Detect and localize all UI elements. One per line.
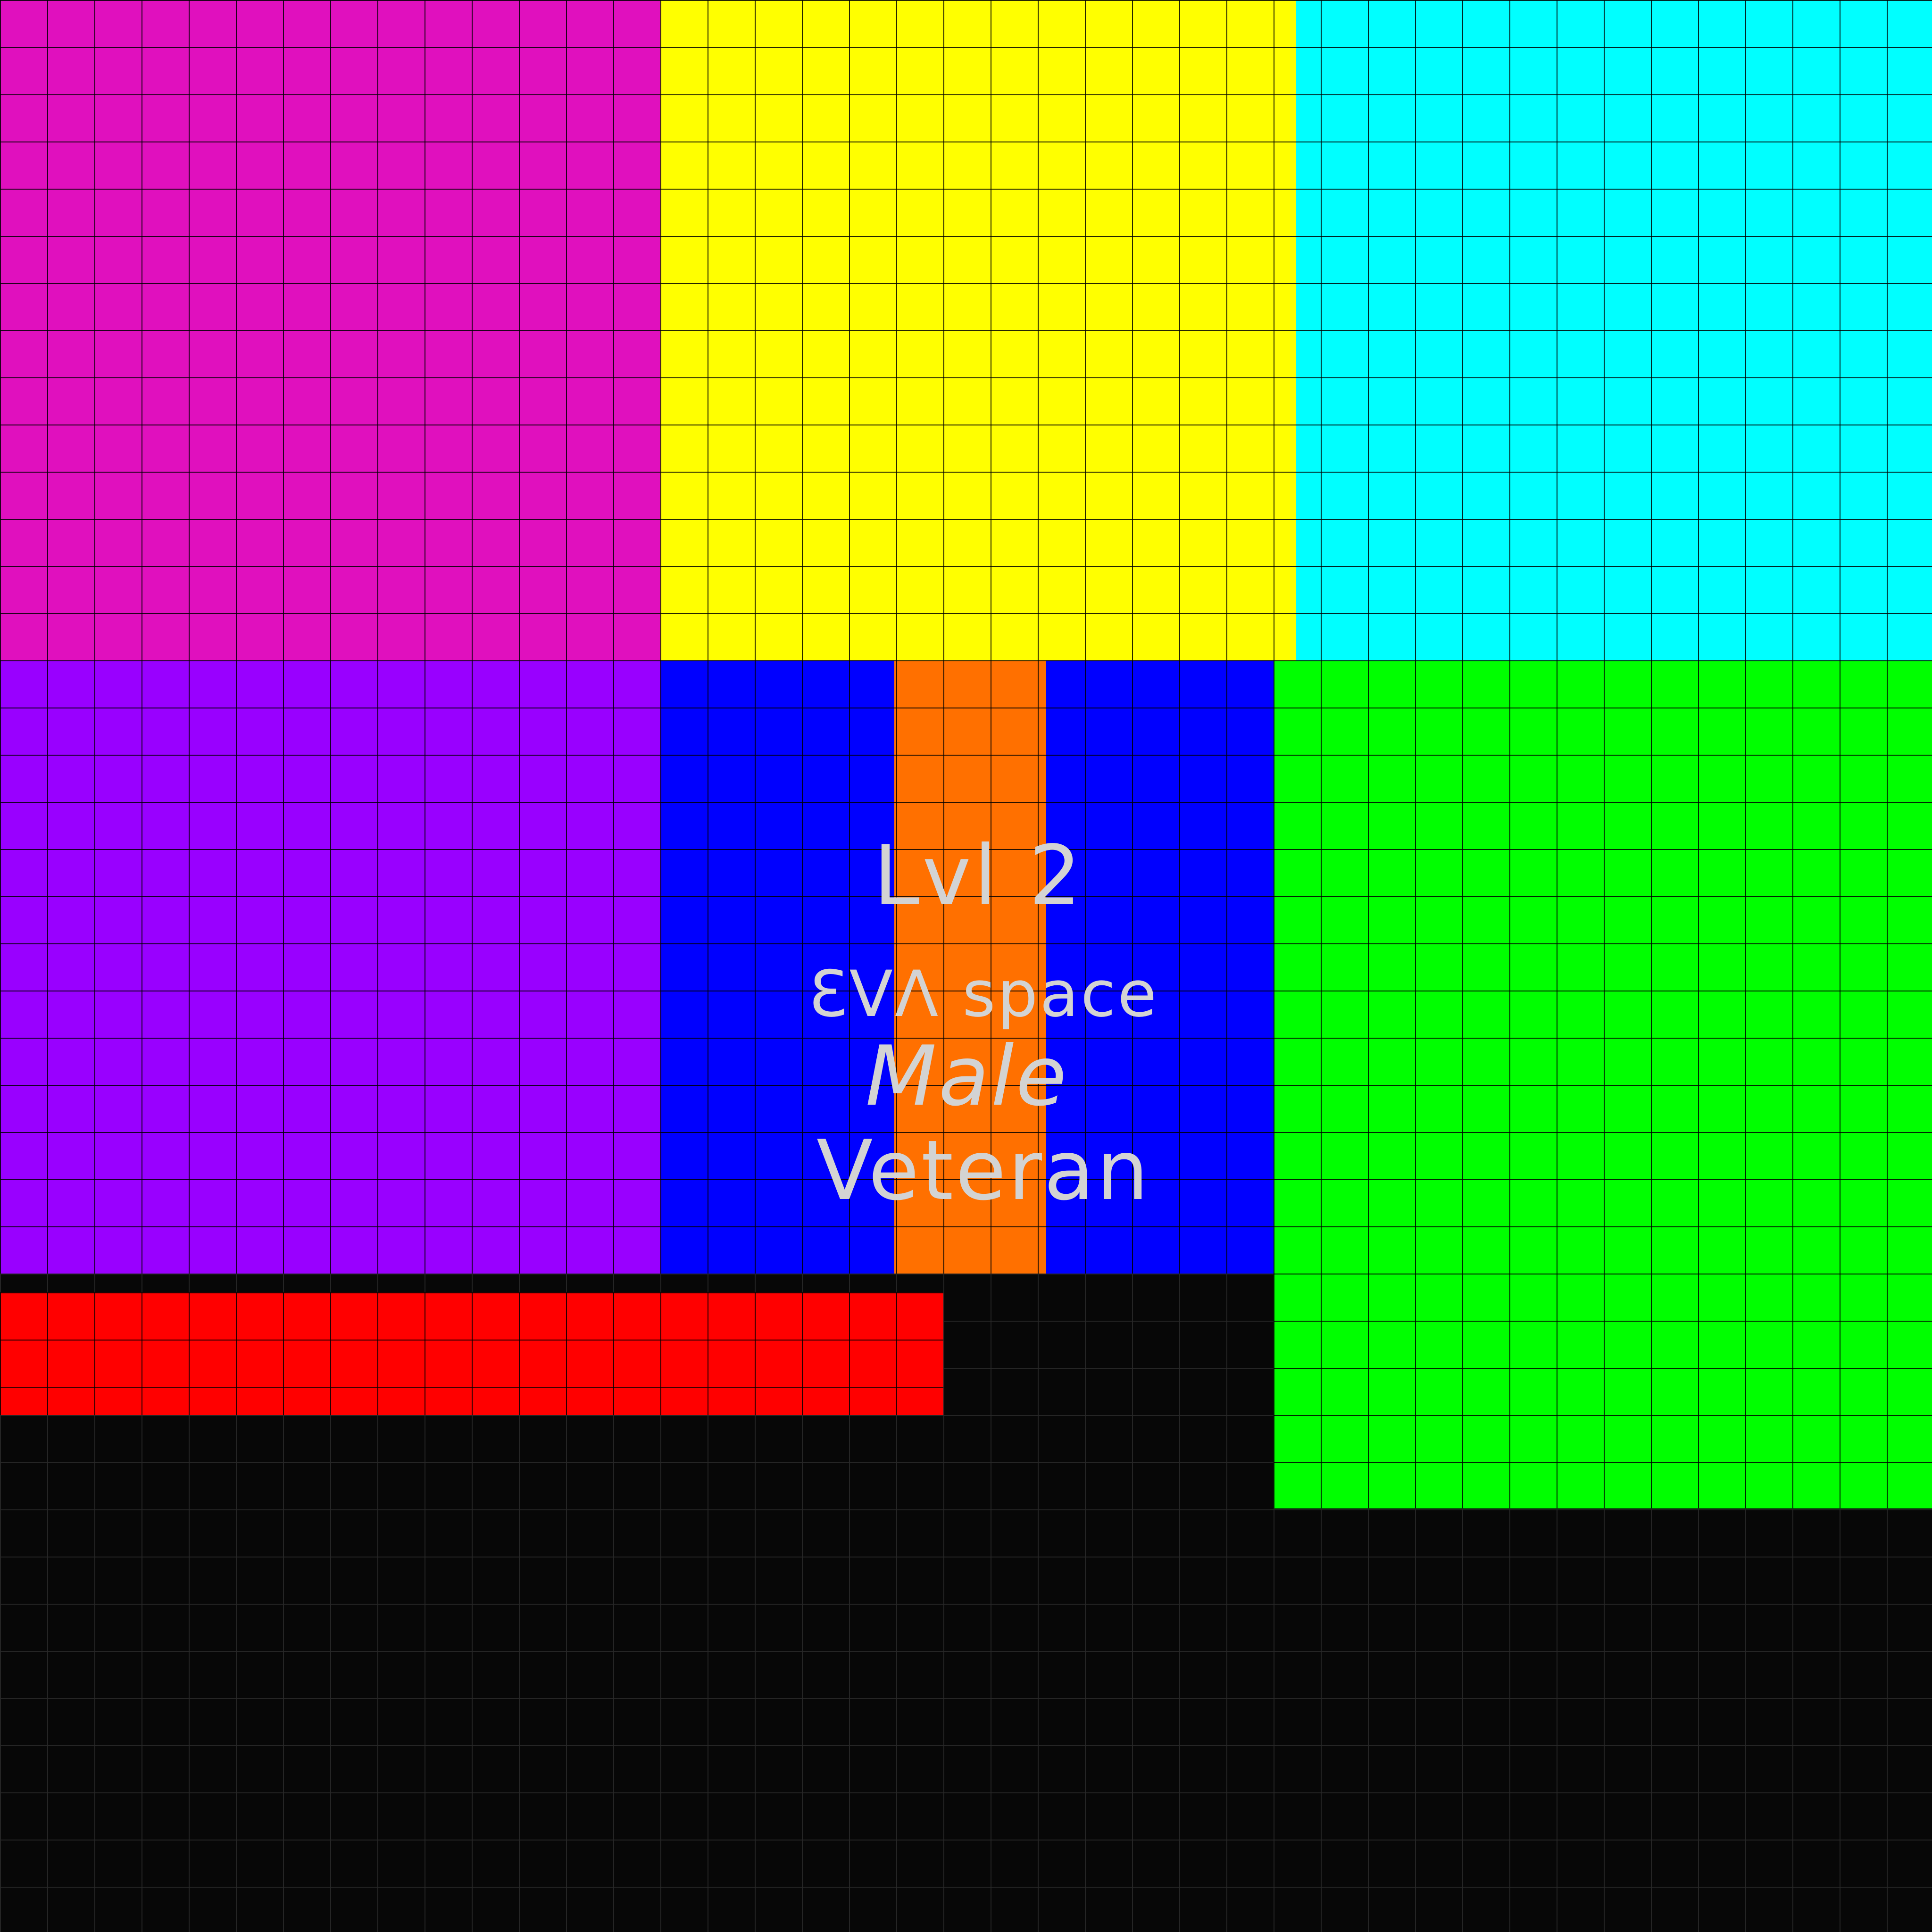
mode-label: ƐVΛ space	[808, 957, 1159, 1031]
rank-label: Veteran	[816, 1123, 1151, 1219]
cyan-block	[1296, 0, 1932, 660]
red-bar	[0, 1292, 943, 1415]
green-block	[1274, 660, 1932, 1508]
gender-label: Male	[865, 1029, 1069, 1124]
magenta-block	[0, 0, 660, 660]
level-label: Lvl 2	[873, 828, 1084, 924]
yellow-block	[660, 0, 1296, 660]
orange-stripe	[894, 660, 1046, 1274]
purple-block	[0, 660, 660, 1274]
